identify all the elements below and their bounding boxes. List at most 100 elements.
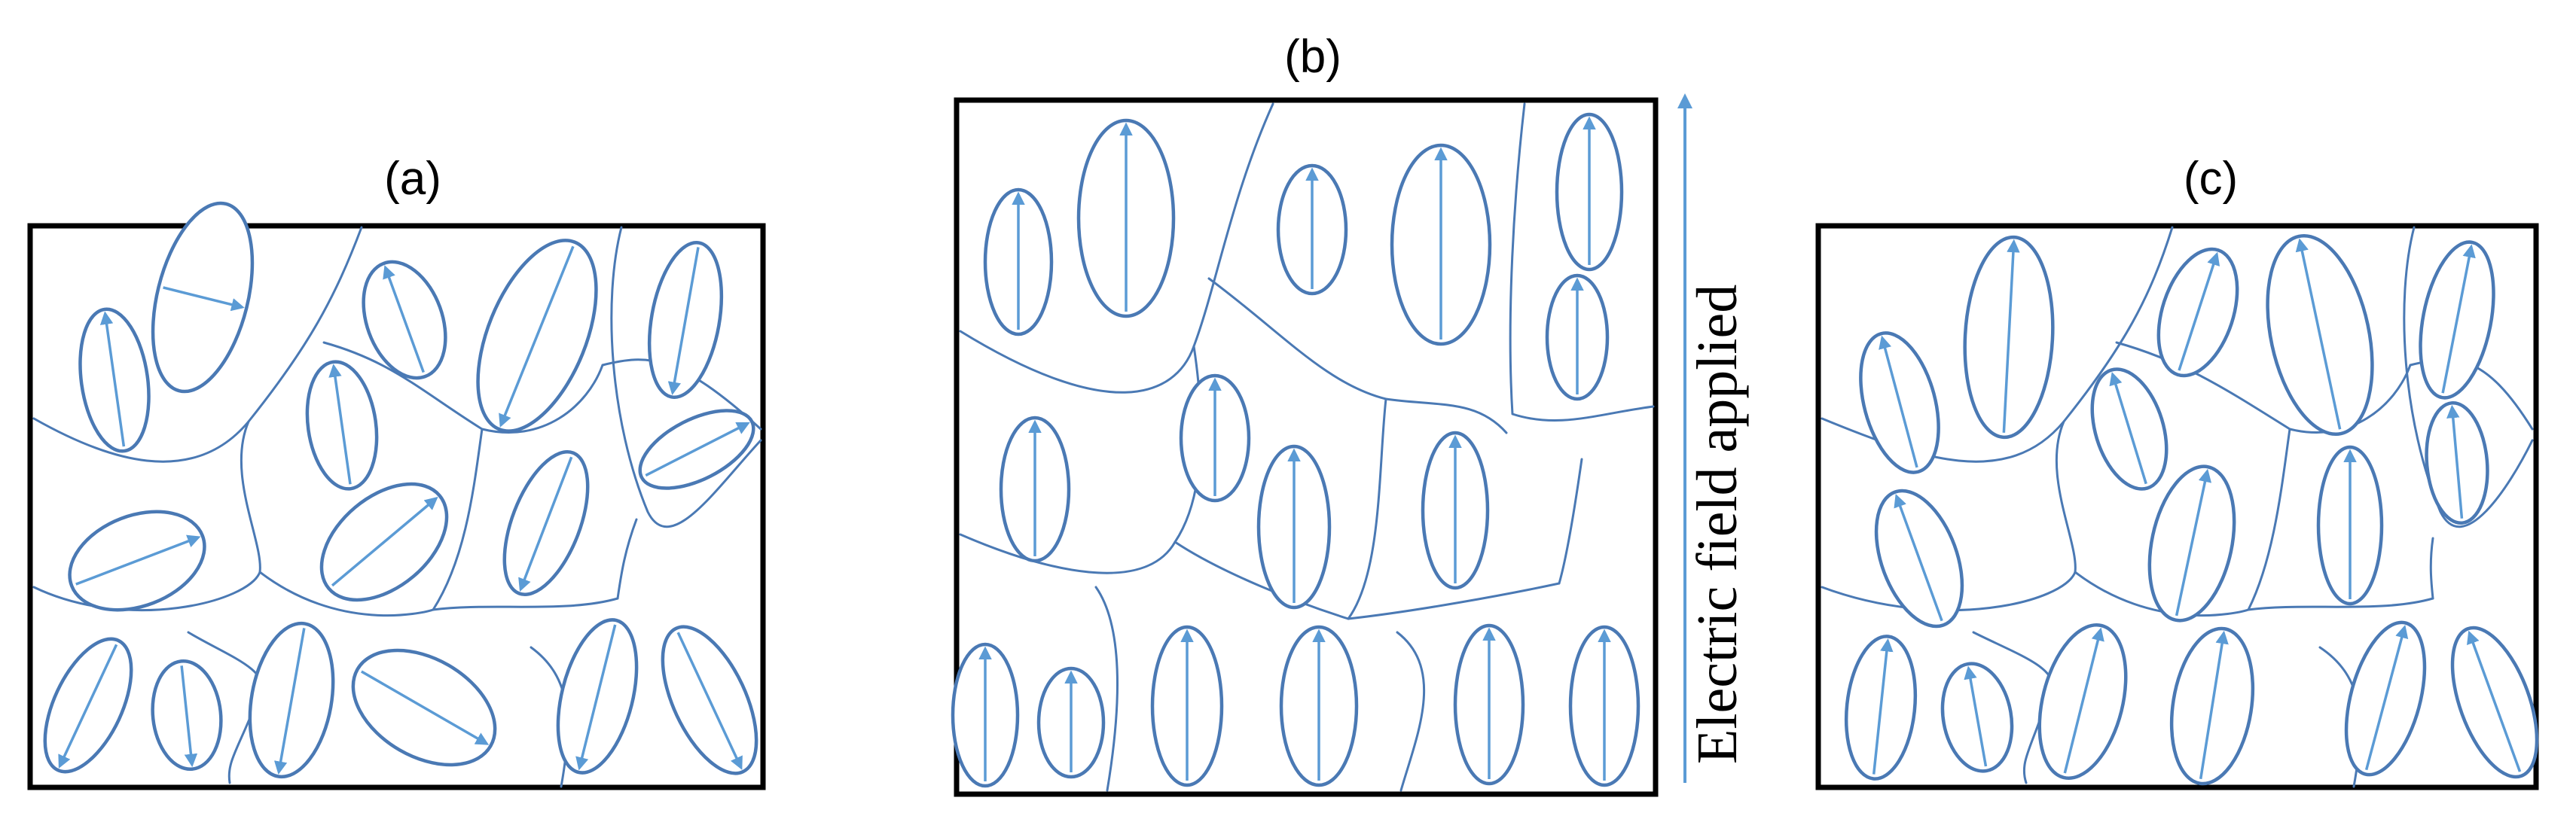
domain [362,260,447,380]
polarization-arrow [1964,665,1988,767]
polarization-arrow [2063,627,2104,774]
domain [951,642,1020,788]
domain [68,510,206,612]
polarization-arrow [645,422,750,477]
domain [2316,445,2384,606]
panel-b-label: (b) [1284,31,1341,83]
domain [2425,400,2489,525]
electric-field-label: Electric field applied [1686,285,1749,764]
domain [2090,367,2169,491]
grain-boundary [959,345,1202,574]
domain [647,241,724,399]
domain [2419,240,2495,400]
polarization-arrow [75,534,201,586]
grain-boundary [1509,102,1655,422]
polarization-arrow [2175,468,2212,617]
domain [2156,247,2239,378]
domain [1076,118,1176,318]
polarization-arrow [2199,630,2229,780]
panel-a-frame [27,223,766,790]
domain [305,360,379,491]
polarization-arrow [1872,638,1894,775]
domain [1545,273,1610,401]
polarization-arrow [2295,238,2342,430]
polarization-arrow [2178,251,2220,371]
grain-boundary [2074,571,2434,617]
polarization-arrow [383,265,425,373]
domain [2169,626,2255,786]
domain [999,416,1071,563]
polarization-arrow [2446,404,2464,519]
grain-boundary [1396,631,1425,792]
domain [1036,666,1106,779]
domain [476,239,598,433]
domain [43,637,133,774]
polarization-arrow [1894,494,1943,622]
panel-c-label: (c) [2184,153,2238,205]
polarization-arrow [676,632,743,770]
domain [1844,635,1918,781]
panel-a-label: (a) [384,153,441,205]
polarization-arrow [331,496,438,587]
polarization-arrow [163,286,245,312]
polarization-arrow [499,245,575,428]
polarization-arrow [2441,244,2476,394]
polarization-arrow [575,624,617,771]
polarization-arrow [2467,630,2522,772]
polarization-arrow [2109,371,2147,485]
domain [2344,620,2427,777]
polarization-arrow [2002,239,2020,433]
domain [1421,431,1490,590]
panel-b-frame [954,97,1659,797]
domain [2037,623,2128,780]
domain [1150,625,1224,787]
domain [351,648,497,767]
domain [1568,625,1641,787]
domain [502,450,590,596]
domain [78,307,151,453]
domain [1276,163,1348,296]
domain [2450,626,2539,779]
grain-boundary [1207,277,1508,434]
polarization-arrow [273,628,306,775]
panel-c-domains [1844,233,2539,786]
panel-b-grain-boundaries [959,102,1655,792]
domain [2266,233,2374,437]
domain [2147,464,2236,623]
domain [1555,112,1624,272]
grain-boundary [432,428,484,611]
polarization-arrow [360,670,490,745]
polarization-arrow [1879,335,1918,468]
polarization-arrow [328,364,352,485]
domain [638,409,755,490]
domain [1940,662,2014,773]
panel-a-domains [43,201,758,779]
domain [151,659,223,772]
domain [983,187,1054,336]
domain [556,618,639,775]
polarization-arrow [518,456,573,592]
domain [1256,444,1332,610]
domain [151,201,255,394]
grain-boundary [2247,428,2291,611]
grain-boundary [258,571,619,617]
grain-boundary [610,226,762,528]
panel-b-domains [951,112,1641,788]
polarization-arrow [180,665,198,768]
domain [1179,373,1251,503]
grain-boundary [1558,458,1583,585]
domain [1963,235,2055,440]
grain-boundary [616,518,638,600]
domain [1874,489,1964,629]
domain [1859,331,1940,474]
grain-boundary [1094,586,1119,792]
panel-c-frame [1815,223,2539,790]
polarization-arrow [667,247,700,395]
domain [319,482,449,602]
polarization-arrow [99,311,126,447]
domain [1453,623,1525,786]
domain [248,621,335,779]
polarization-arrow [2364,624,2409,771]
grain-boundary [2429,537,2434,600]
